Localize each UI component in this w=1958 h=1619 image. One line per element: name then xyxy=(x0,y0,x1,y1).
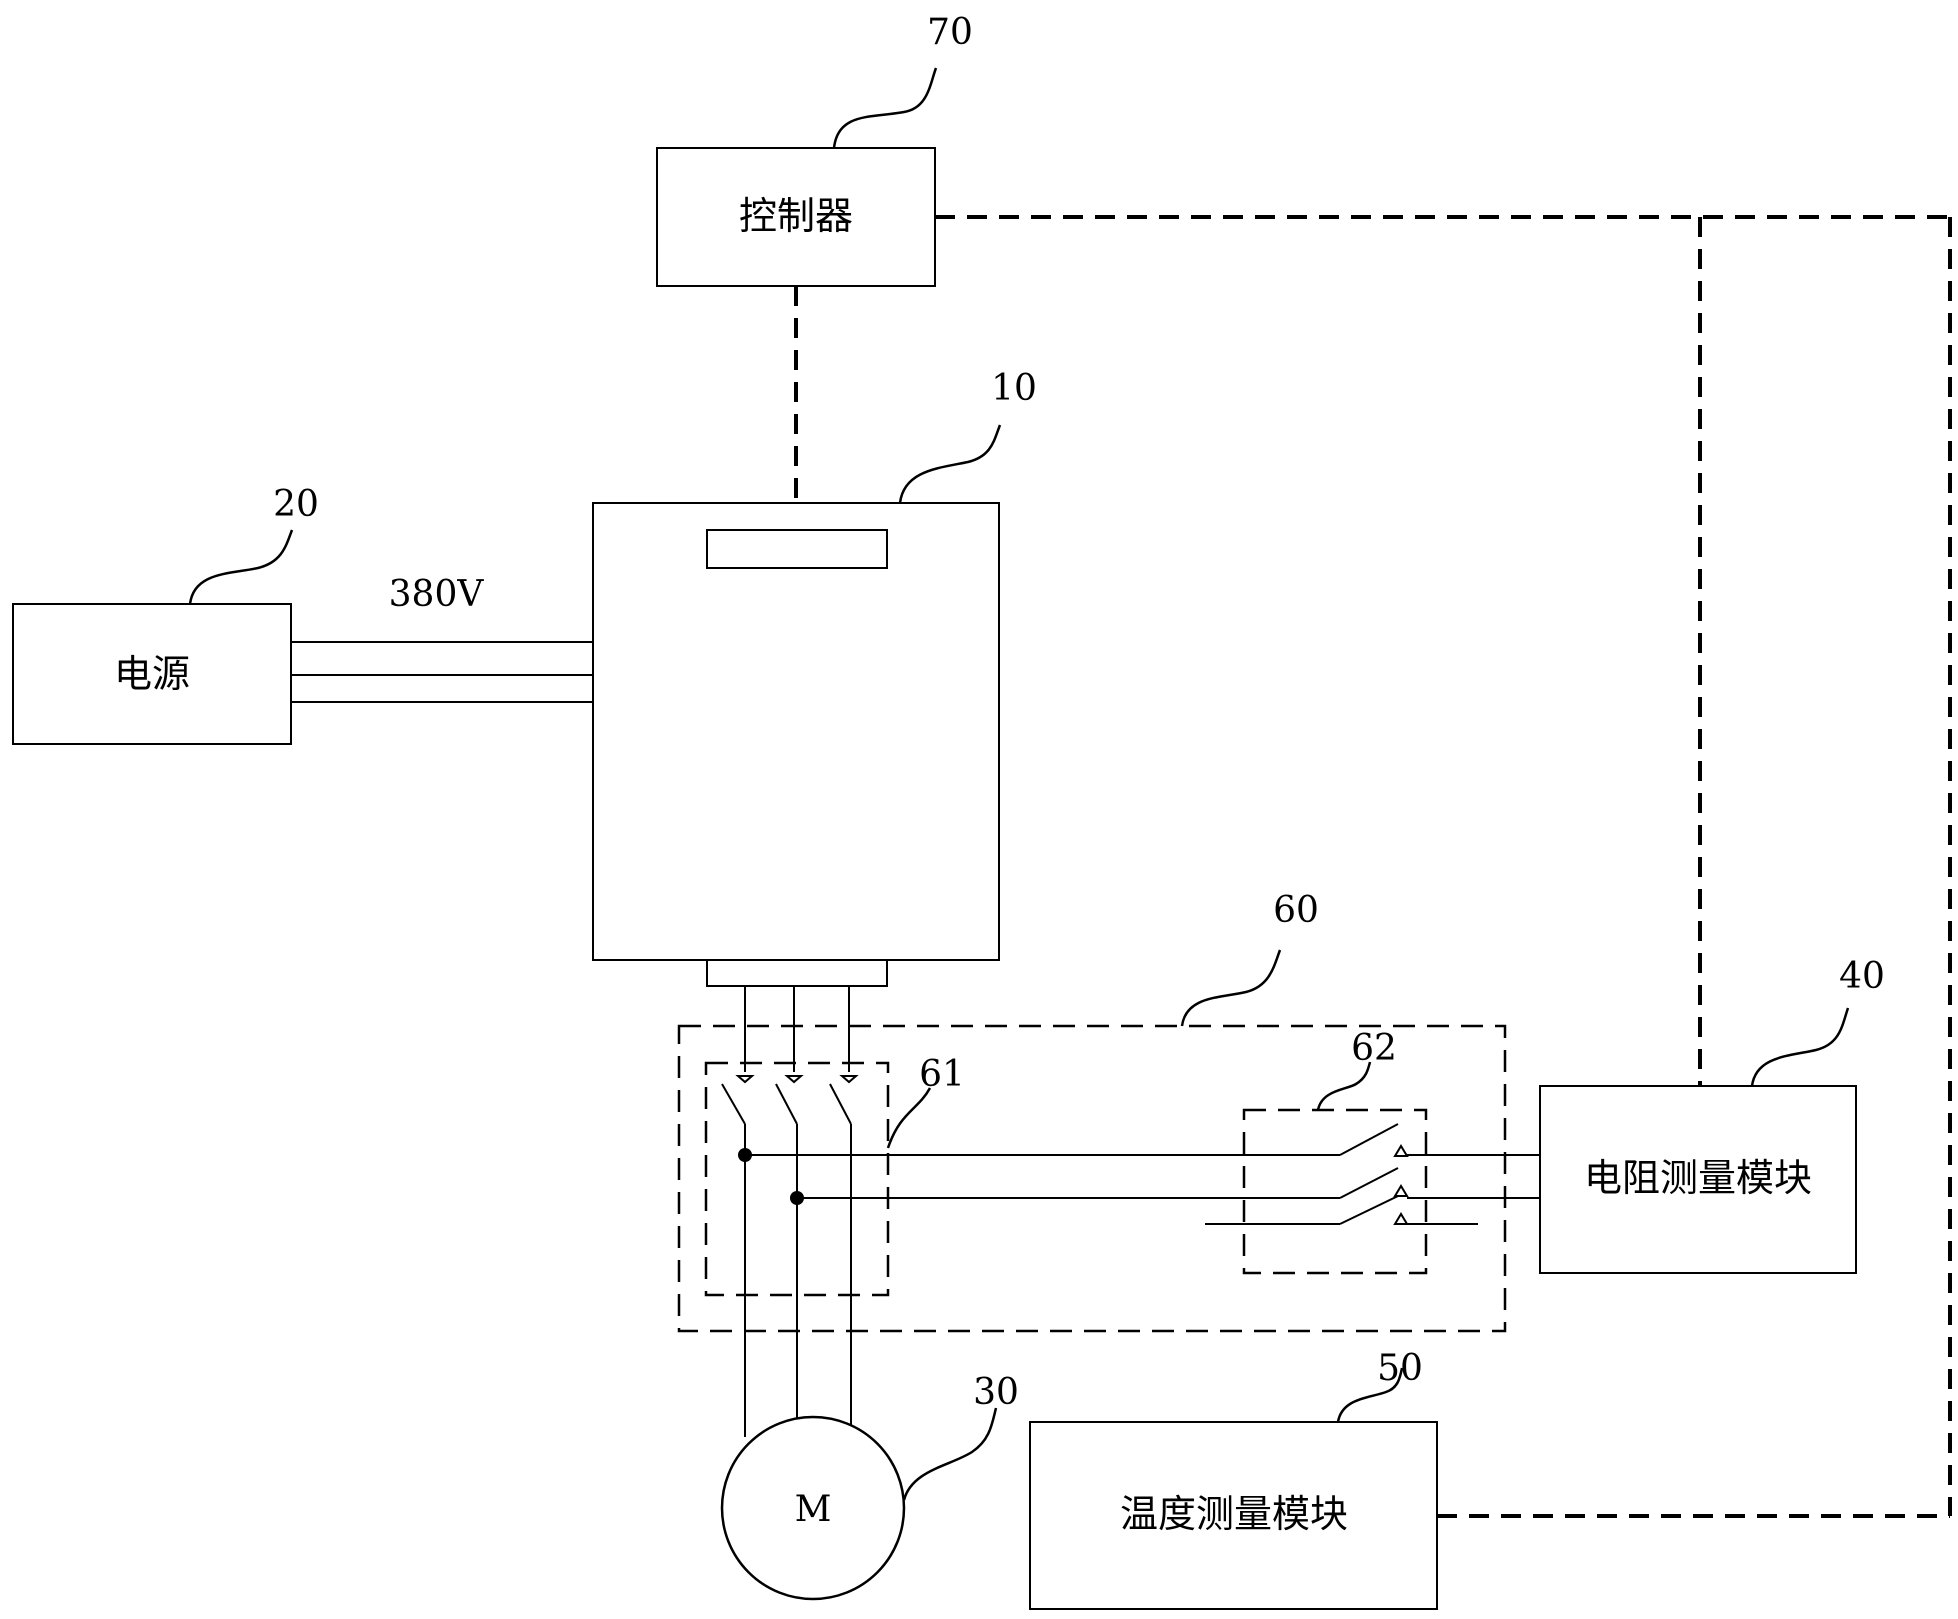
resistance-module-label: 电阻测量模块 xyxy=(1584,1156,1812,1200)
ref-30: 30 xyxy=(973,1372,1019,1413)
ref-70: 70 xyxy=(927,12,973,53)
motor-label: M xyxy=(795,1489,832,1530)
leader-70 xyxy=(832,67,938,149)
ref-60: 60 xyxy=(1273,890,1319,931)
ref-61: 61 xyxy=(919,1054,965,1095)
temperature-module-block: 温度测量模块 xyxy=(1029,1421,1438,1610)
leader-62 xyxy=(1316,1061,1372,1111)
ref-10: 10 xyxy=(991,368,1037,409)
power-supply-label: 电源 xyxy=(114,652,190,696)
ref-62: 62 xyxy=(1351,1028,1397,1069)
controller-signal-bus xyxy=(935,215,1952,1518)
controller-block: 控制器 xyxy=(656,147,936,287)
leader-10 xyxy=(898,424,1002,504)
leader-60 xyxy=(1180,949,1282,1027)
controller-label: 控制器 xyxy=(739,194,853,238)
leader-40 xyxy=(1750,1007,1850,1087)
resistance-module-block: 电阻测量模块 xyxy=(1539,1085,1857,1274)
motor: M xyxy=(720,1415,906,1601)
inverter-display xyxy=(706,529,888,569)
leader-61 xyxy=(886,1087,932,1149)
leader-50 xyxy=(1336,1367,1404,1423)
inverter-block xyxy=(592,502,1000,987)
inverter-output-terminal xyxy=(706,959,888,987)
power-supply-block: 电源 xyxy=(12,603,292,745)
leader-20 xyxy=(188,529,294,605)
three-phase-lines xyxy=(721,986,859,1437)
temperature-module-label: 温度测量模块 xyxy=(1120,1492,1348,1536)
ref-40: 40 xyxy=(1839,956,1885,997)
contactor-62-switches xyxy=(1205,1123,1540,1225)
ref-50: 50 xyxy=(1377,1348,1423,1389)
leader-30 xyxy=(902,1407,998,1501)
switch-group-60 xyxy=(677,1024,1507,1333)
ref-20: 20 xyxy=(273,484,319,525)
voltage-label: 380V xyxy=(389,574,485,615)
